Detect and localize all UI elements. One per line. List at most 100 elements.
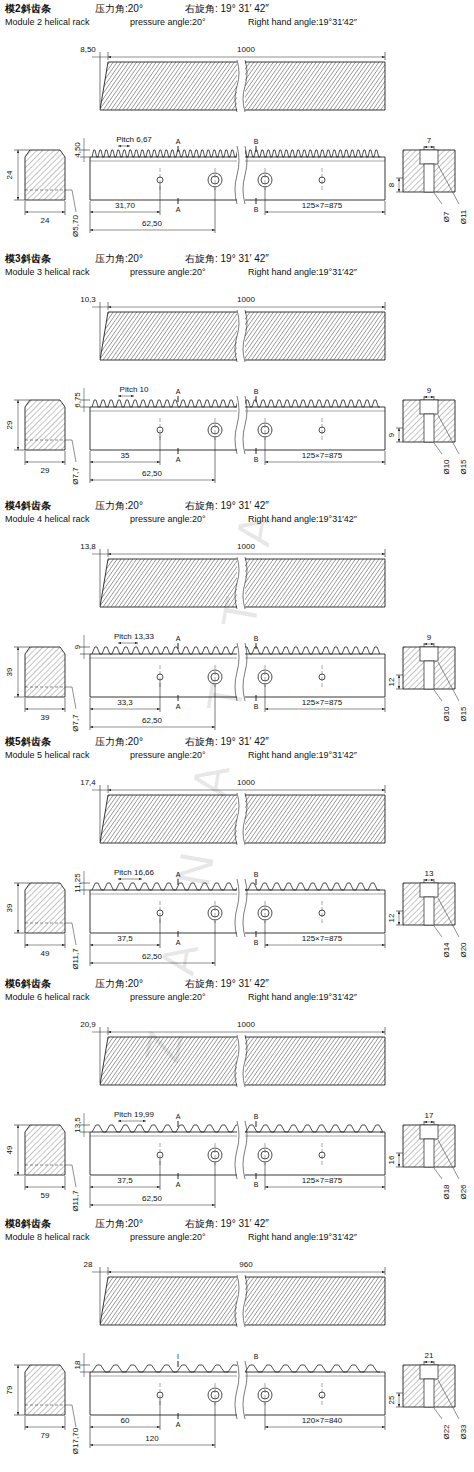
heading-text: pressure angle:20° <box>130 515 206 524</box>
dimension-label: 39 <box>41 714 50 722</box>
dimension-label: 31,70 <box>115 202 135 210</box>
dimension-line <box>90 462 160 463</box>
dimension-label: 17,4 <box>80 779 96 787</box>
dimension-line <box>399 911 400 925</box>
dimension-line <box>90 480 215 481</box>
drawing-line <box>434 443 442 454</box>
dimension-line <box>399 178 400 192</box>
drawing-line <box>160 681 161 712</box>
drawing-line <box>14 933 25 934</box>
counterbore <box>420 883 438 897</box>
part-outline <box>25 150 65 200</box>
dimension-line <box>25 212 65 213</box>
break-line <box>243 310 247 362</box>
drawing-line <box>396 1407 403 1408</box>
drawing-line <box>215 921 216 966</box>
drawing-line <box>424 1361 425 1365</box>
drawing-line <box>72 687 76 709</box>
bolt-hole <box>424 414 434 442</box>
drawing-line <box>178 448 179 454</box>
break-line <box>243 1361 247 1419</box>
part-outline <box>25 400 65 450</box>
dimension-line <box>25 462 65 463</box>
drawing-line <box>434 1121 435 1125</box>
break-line <box>235 793 239 845</box>
drawing-line <box>385 1267 386 1275</box>
dimension-label: 21 <box>425 1352 434 1360</box>
drawing-line <box>14 450 25 451</box>
heading-text: Module 6 helical rack <box>5 993 90 1002</box>
drawing-line <box>265 685 266 712</box>
drawing-line <box>396 178 403 179</box>
drawing-line <box>65 190 72 191</box>
drawing-line <box>385 52 386 60</box>
drawing-line <box>256 396 257 402</box>
drawing-line <box>256 448 257 454</box>
drawing-line <box>14 1415 25 1416</box>
drawing-line <box>396 192 403 193</box>
drawing-line <box>178 396 179 402</box>
drawing-line <box>25 190 65 191</box>
rack-section <box>14 302 459 483</box>
dimension-label: 28 <box>84 1261 93 1269</box>
drawing-line <box>256 198 257 204</box>
dimension-line <box>90 1187 160 1188</box>
dimension-label: A <box>176 703 181 710</box>
dimension-label: Pitch 16,66 <box>114 869 154 877</box>
dimension-label: 13,5 <box>74 1117 82 1133</box>
drawing-line <box>100 302 101 358</box>
heading-text: Right hand angle:19°31′42″ <box>248 993 357 1002</box>
drawing-line <box>178 643 179 649</box>
break-gap <box>237 146 245 204</box>
drawing-line <box>178 1173 179 1179</box>
heading-text: Right hand angle:19°31′42″ <box>248 1233 357 1242</box>
drawing-line <box>424 643 425 647</box>
drawing-line <box>25 698 26 712</box>
dimension-label: Ø10 <box>443 459 451 474</box>
dimension-label: 1000 <box>237 779 255 787</box>
drawing-line <box>108 549 109 557</box>
dimension-label: Ø7 <box>443 212 451 223</box>
drawing-line <box>396 1167 403 1168</box>
drawing-line <box>108 785 109 793</box>
dimension-label: 125×7=875 <box>302 699 343 707</box>
dimension-label: A <box>176 206 181 213</box>
drawing-line <box>178 1121 179 1127</box>
break-line <box>235 146 239 204</box>
dimension-line <box>90 1427 160 1428</box>
dimension-line <box>90 212 160 213</box>
dimension-line <box>424 397 434 398</box>
drawing-line <box>14 697 25 698</box>
drawing-line <box>385 698 386 712</box>
dimension-line <box>18 150 19 200</box>
dimension-label: B <box>254 871 259 878</box>
dimension-label: 8 <box>388 183 396 187</box>
dimension-label: Ø11,7 <box>72 948 80 969</box>
dimension-label: 24 <box>41 217 50 225</box>
dimension-label: A <box>176 1113 181 1120</box>
dimension-label: Ø17,70 <box>72 1428 80 1454</box>
heading-text: Right hand angle:19°31′42″ <box>248 751 357 760</box>
rack-section <box>14 1267 459 1448</box>
break-gap <box>237 396 245 454</box>
break-gap <box>237 1035 245 1087</box>
heading-text: pressure angle:20° <box>130 1233 206 1242</box>
drawing-line <box>396 442 403 443</box>
part-outline <box>403 1365 455 1407</box>
dimension-line <box>265 1187 385 1188</box>
drawing-line <box>265 188 266 215</box>
drawing-line <box>65 698 66 712</box>
drawing-line <box>424 879 425 883</box>
drawing-line <box>25 923 65 924</box>
drawing-line <box>385 1176 386 1190</box>
dimension-line <box>108 1272 385 1273</box>
drawing-line <box>100 1267 101 1323</box>
heading-text: 压力角:20° <box>95 1219 143 1229</box>
break-line <box>235 879 239 937</box>
drawing-line <box>438 898 459 937</box>
drawing-line <box>72 1405 76 1427</box>
dimension-label: Pitch 19,99 <box>114 1111 154 1119</box>
dimension-line <box>399 1153 400 1167</box>
drawing-line <box>396 689 403 690</box>
heading-text: 模8斜齿条 <box>5 1219 51 1229</box>
